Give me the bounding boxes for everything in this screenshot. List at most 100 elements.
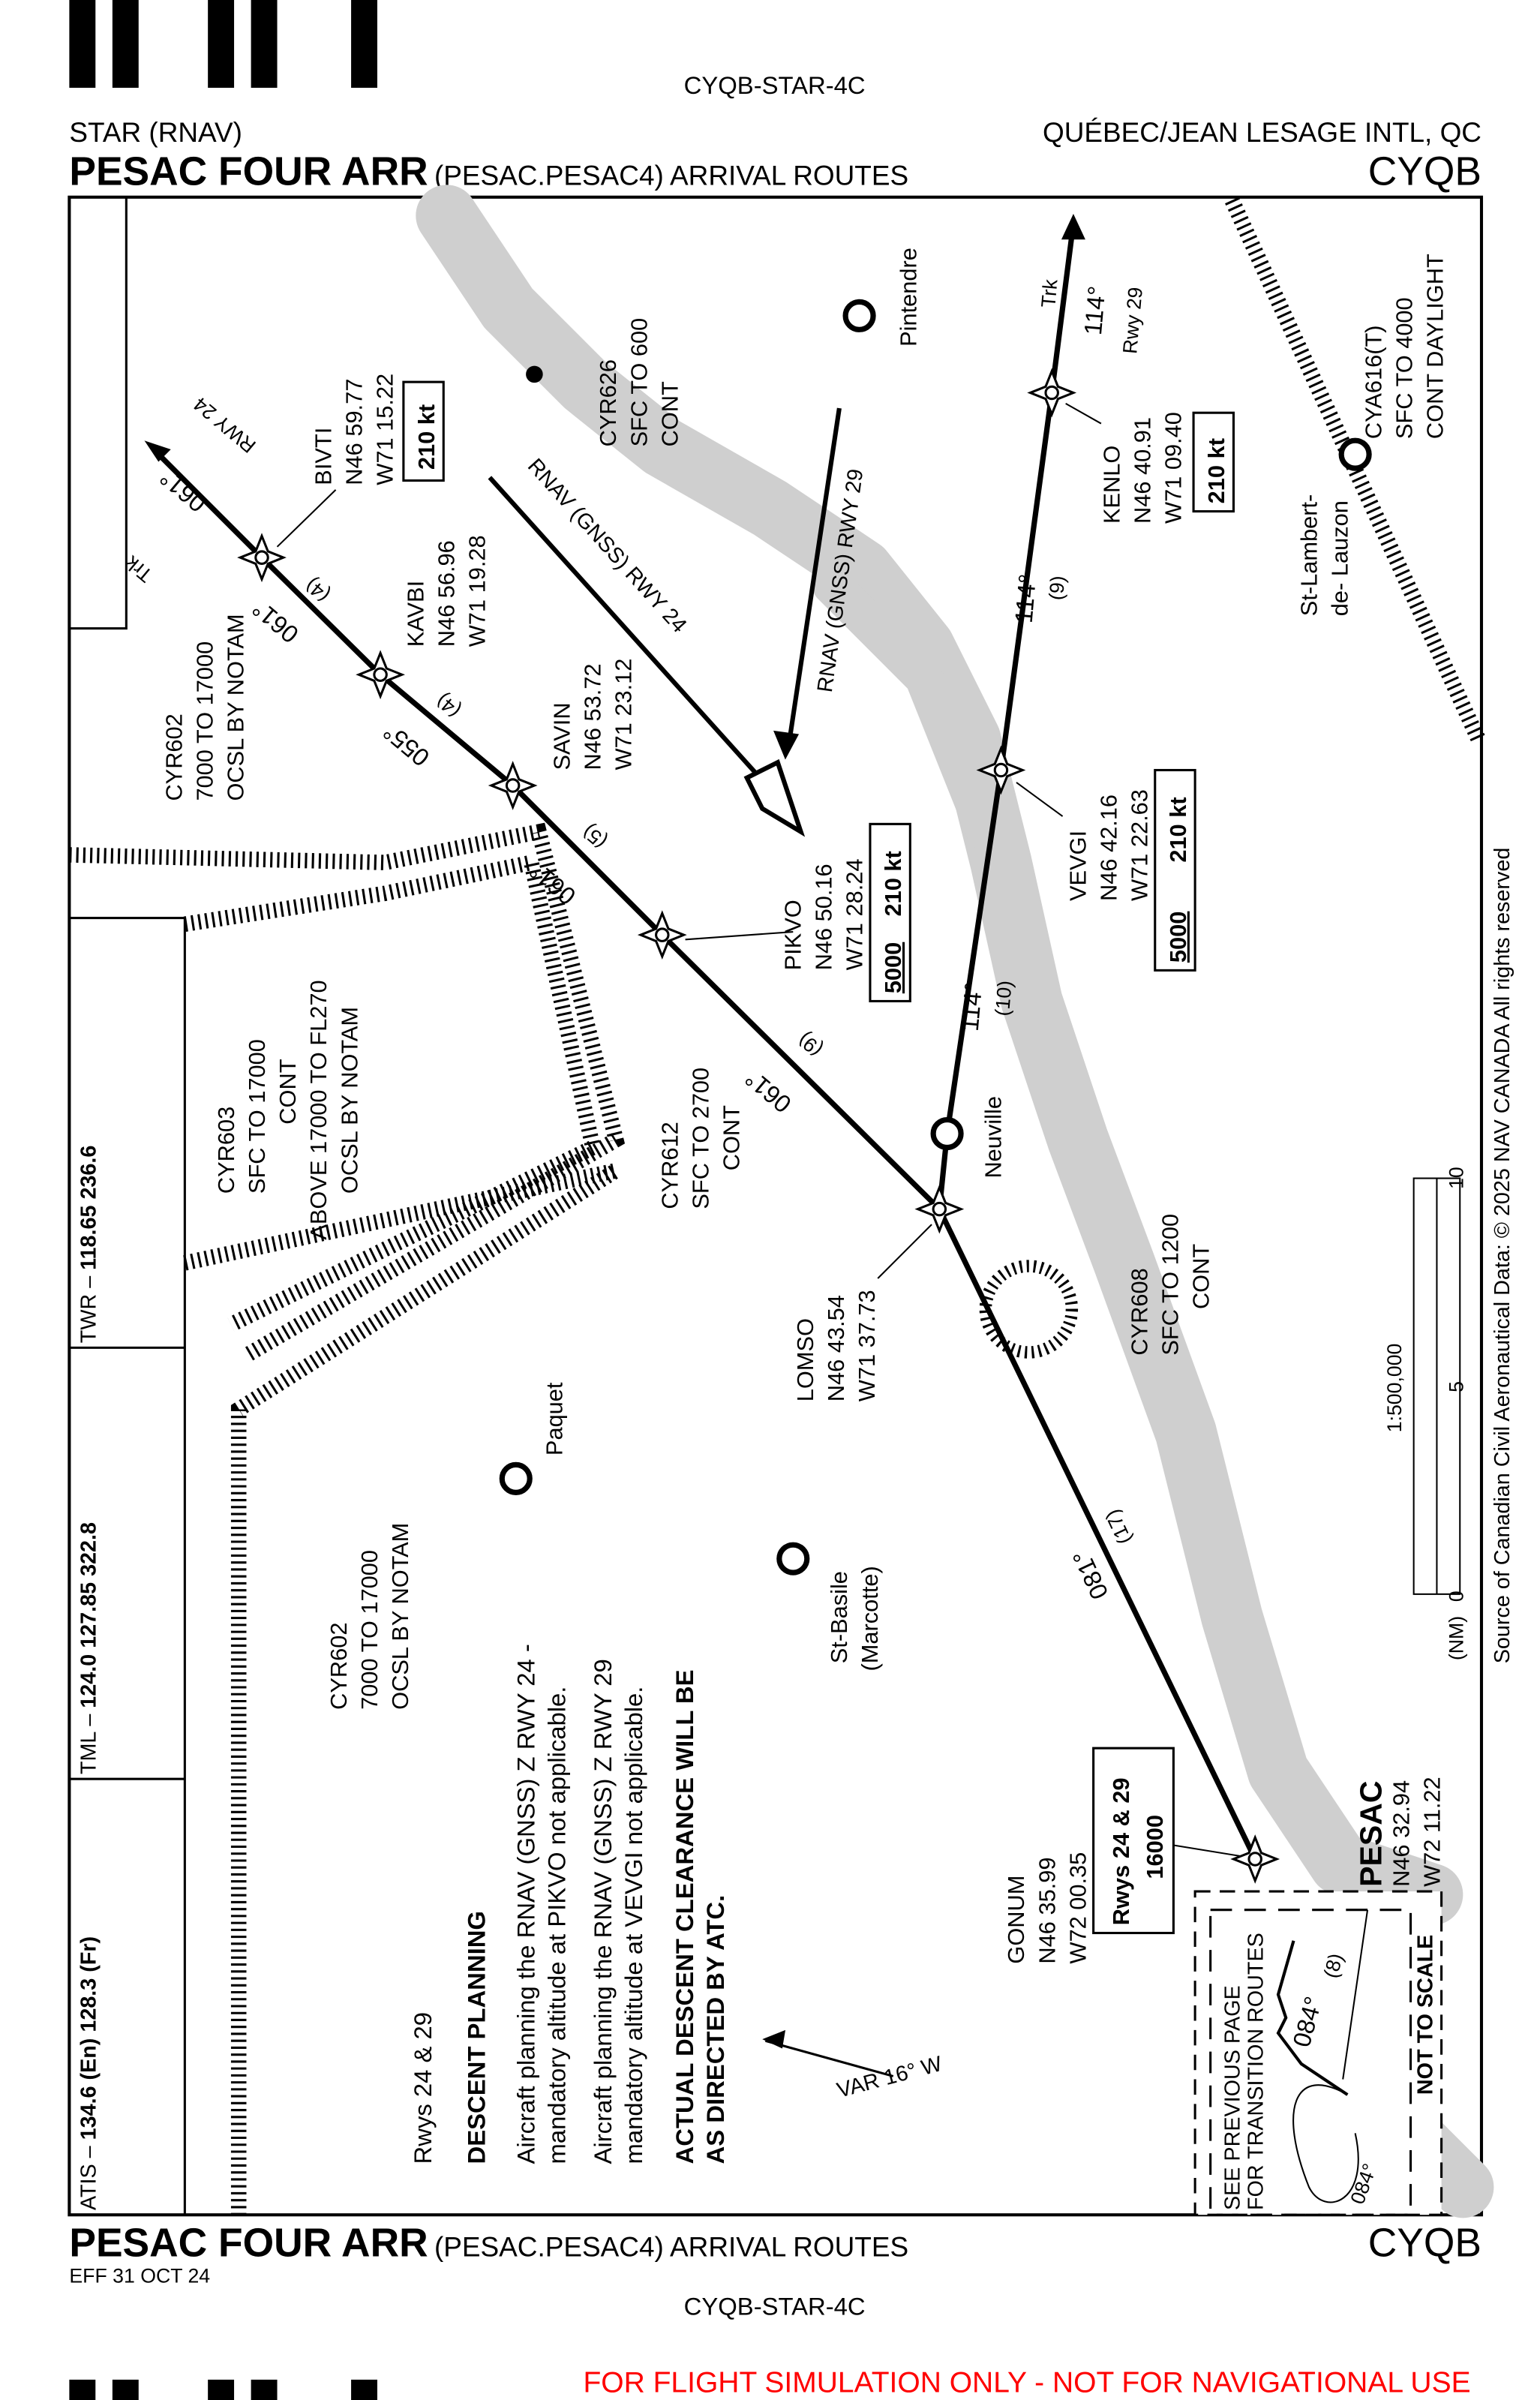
- svg-text:AS DIRECTED BY ATC.: AS DIRECTED BY ATC.: [701, 1895, 729, 2164]
- footer-title: PESAC FOUR ARR: [69, 2221, 428, 2266]
- svg-text:CYR612: CYR612: [656, 1122, 683, 1209]
- svg-text:CYR603: CYR603: [213, 1107, 239, 1194]
- svg-text:OCSL BY NOTAM: OCSL BY NOTAM: [336, 1007, 362, 1194]
- waypoint-pikvo-icon: [637, 910, 687, 960]
- svg-text:SEE PREVIOUS PAGE: SEE PREVIOUS PAGE: [1221, 1985, 1245, 2210]
- svg-text:114°: 114°: [956, 981, 988, 1032]
- waypoint-kenlo-icon: [1027, 368, 1077, 418]
- svg-text:FOR TRANSITION ROUTES: FOR TRANSITION ROUTES: [1244, 1933, 1268, 2210]
- svg-text:OCSL BY NOTAM: OCSL BY NOTAM: [222, 614, 248, 801]
- svg-text:W72 00.35: W72 00.35: [1064, 1852, 1091, 1964]
- svg-text:LOMSO: LOMSO: [792, 1318, 818, 1401]
- svg-text:10: 10: [1445, 1167, 1467, 1189]
- svg-text:de- Lauzon: de- Lauzon: [1326, 500, 1352, 616]
- svg-text:PESAC: PESAC: [1354, 1781, 1388, 1887]
- chart-type: STAR (RNAV): [69, 117, 242, 148]
- svg-text:CONT: CONT: [718, 1105, 744, 1170]
- airport-st-lambert-icon: [1338, 437, 1372, 471]
- svg-text:16000: 16000: [1142, 1815, 1168, 1879]
- waypoint-lomso-icon: [914, 1184, 965, 1234]
- svg-text:SFC TO 17000: SFC TO 17000: [244, 1039, 270, 1194]
- svg-text:N46 50.16: N46 50.16: [811, 864, 837, 970]
- registration-bars-top: [69, 0, 377, 89]
- svg-text:W71 19.28: W71 19.28: [464, 535, 491, 647]
- svg-text:St-Basile: St-Basile: [826, 1571, 852, 1663]
- chart-id: CYQB-STAR-4C: [684, 71, 866, 99]
- svg-text:W71 23.12: W71 23.12: [611, 659, 637, 770]
- airport-paquet-icon: [499, 1461, 533, 1495]
- svg-text:CONT: CONT: [275, 1059, 301, 1124]
- svg-text:Pintendre: Pintendre: [896, 248, 922, 347]
- svg-text:Trk: Trk: [1037, 278, 1061, 308]
- airspace-boundaries: [69, 197, 1486, 2215]
- svg-text:CONT: CONT: [1188, 1244, 1214, 1309]
- svg-text:DESCENT PLANNING: DESCENT PLANNING: [463, 1911, 491, 2164]
- svg-text:061°: 061°: [155, 464, 212, 518]
- airspace-labels: CYR626 SFC TO 600 CONT CYR602 7000 TO 17…: [161, 254, 1448, 1710]
- svg-text:Rwys 24 & 29: Rwys 24 & 29: [409, 2012, 437, 2164]
- waypoint-kavbi-icon: [356, 650, 405, 700]
- waypoint-vevgi-icon: [976, 745, 1026, 795]
- svg-text:Paquet: Paquet: [541, 1382, 567, 1455]
- airport-pintendre-icon: [842, 299, 876, 332]
- svg-text:SFC TO 2700: SFC TO 2700: [687, 1068, 713, 1209]
- svg-text:(10): (10): [991, 980, 1016, 1017]
- svg-text:Neuville: Neuville: [980, 1096, 1006, 1179]
- svg-text:Rwys 24 & 29: Rwys 24 & 29: [1108, 1777, 1134, 1925]
- svg-text:0: 0: [1445, 1590, 1467, 1602]
- svg-text:(4): (4): [431, 689, 464, 722]
- svg-text:PIKVO: PIKVO: [780, 900, 806, 970]
- waypoint-bivti-icon: [237, 533, 287, 583]
- effective-date: EFF 31 OCT 24: [69, 2265, 210, 2287]
- svg-text:(NM): (NM): [1445, 1616, 1467, 1660]
- waypoint-labels: BIVTI N46 59.77 W71 15.22 210 kt KAVBI N…: [276, 374, 1445, 1964]
- svg-text:ACTUAL DESCENT CLEARANCE WILL: ACTUAL DESCENT CLEARANCE WILL BE: [671, 1669, 698, 2164]
- svg-text:St-Lambert-: St-Lambert-: [1295, 494, 1322, 617]
- waypoint-savin-icon: [488, 761, 538, 810]
- svg-text:N46 32.94: N46 32.94: [1388, 1780, 1414, 1887]
- svg-text:Aircraft planning the RNAV (GN: Aircraft planning the RNAV (GNSS) Z RWY …: [589, 1659, 617, 2164]
- svg-text:(9): (9): [1045, 575, 1070, 601]
- svg-text:N46 42.16: N46 42.16: [1095, 794, 1121, 901]
- svg-text:(17): (17): [1100, 1506, 1136, 1548]
- svg-text:Aircraft planning the RNAV (GN: Aircraft planning the RNAV (GNSS) Z RWY …: [512, 1644, 539, 2164]
- source-attribution: Source of Canadian Civil Aeronautical Da…: [1490, 848, 1514, 1664]
- svg-text:CYA616(T): CYA616(T): [1361, 325, 1387, 439]
- svg-text:5: 5: [1445, 1381, 1467, 1392]
- svg-text:ABOVE 17000 TO FL270: ABOVE 17000 TO FL270: [305, 980, 332, 1239]
- svg-text:BIVTI: BIVTI: [310, 428, 336, 485]
- atis-frequency[interactable]: ATIS – 134.6 (En) 128.3 (Fr): [77, 1936, 101, 2210]
- transition-inset: SEE PREVIOUS PAGE FOR TRANSITION ROUTES …: [1193, 1890, 1443, 2216]
- svg-text:NOT TO SCALE: NOT TO SCALE: [1413, 1935, 1437, 2095]
- svg-text:OCSL BY NOTAM: OCSL BY NOTAM: [387, 1523, 413, 1710]
- svg-text:5000: 5000: [880, 942, 906, 993]
- svg-text:1:500,000: 1:500,000: [1383, 1344, 1406, 1433]
- svg-text:CYR602: CYR602: [161, 713, 187, 801]
- svg-text:SAVIN: SAVIN: [549, 702, 575, 770]
- svg-text:7000 TO 17000: 7000 TO 17000: [356, 1550, 383, 1710]
- simulation-disclaimer: FOR FLIGHT SIMULATION ONLY - NOT FOR NAV…: [583, 2366, 1470, 2398]
- magnetic-variation: VAR 16° W: [762, 2029, 945, 2103]
- svg-text:210 kt: 210 kt: [880, 851, 906, 916]
- svg-text:SFC TO 4000: SFC TO 4000: [1391, 297, 1418, 439]
- twr-frequency[interactable]: TWR – 118.65 236.6: [77, 1146, 101, 1344]
- tml-frequency[interactable]: TML – 124.0 127.85 322.8: [77, 1522, 101, 1774]
- svg-text:N46 56.96: N46 56.96: [434, 540, 460, 647]
- svg-text:(9): (9): [794, 1028, 827, 1061]
- footer-subtitle: (PESAC.PESAC4) ARRIVAL ROUTES: [434, 2232, 908, 2263]
- descent-planning-notes: Rwys 24 & 29 DESCENT PLANNING Aircraft p…: [409, 1644, 729, 2164]
- svg-text:7000 TO 17000: 7000 TO 17000: [191, 641, 218, 801]
- svg-text:SFC TO 1200: SFC TO 1200: [1157, 1214, 1184, 1356]
- svg-text:Rwy 29: Rwy 29: [1118, 286, 1147, 354]
- svg-text:N46 43.54: N46 43.54: [823, 1295, 849, 1401]
- airport-symbols: [499, 299, 1372, 1575]
- svg-text:114°: 114°: [1079, 285, 1111, 336]
- svg-text:055°: 055°: [378, 718, 435, 772]
- svg-text:210 kt: 210 kt: [413, 404, 440, 470]
- svg-text:VAR 16° W: VAR 16° W: [834, 2052, 945, 2103]
- chart-subtitle: (PESAC.PESAC4) ARRIVAL ROUTES: [434, 160, 908, 191]
- svg-text:CONT: CONT: [656, 381, 683, 446]
- registration-bars-bottom: [69, 2379, 377, 2400]
- svg-text:W71 09.40: W71 09.40: [1160, 412, 1187, 524]
